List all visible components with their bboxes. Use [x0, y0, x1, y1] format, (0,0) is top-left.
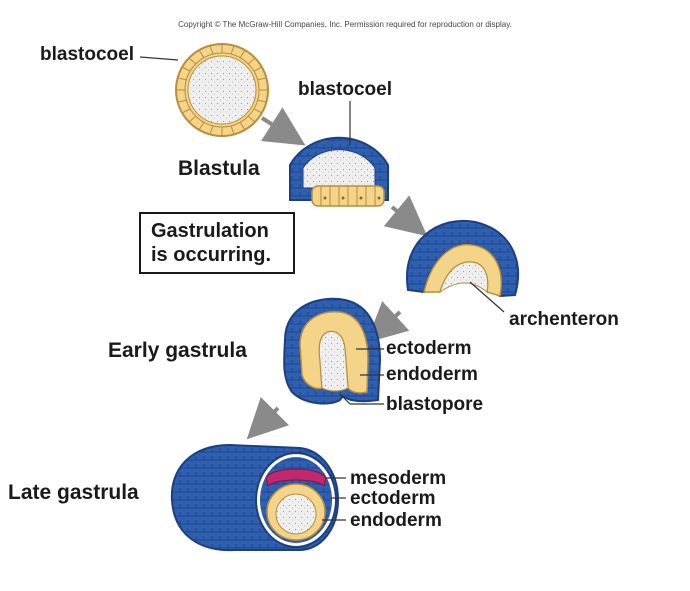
label-ectoderm-2: ectoderm	[350, 488, 436, 509]
label-late-gastrula: Late gastrula	[8, 481, 139, 504]
early-blastula-cell-walls	[176, 44, 268, 136]
late-gastrula	[170, 443, 340, 552]
early-gastrula	[283, 297, 382, 405]
label-blastopore: blastopore	[386, 394, 484, 415]
arrow-1	[260, 107, 306, 146]
invagination-stage	[405, 219, 520, 298]
blastopore-pointer	[339, 393, 384, 405]
label-endoderm-1: endoderm	[386, 364, 478, 385]
label-archenteron: archenteron	[509, 309, 619, 330]
copyright-notice: Copyright © The McGraw-Hill Companies, I…	[178, 20, 512, 29]
arrow-2	[383, 195, 428, 237]
label-blastula: Blastula	[178, 157, 260, 180]
label-blastocoel-2: blastocoel	[298, 79, 392, 100]
label-endoderm-2: endoderm	[350, 510, 442, 531]
arrow-3	[366, 301, 410, 343]
label-mesoderm: mesoderm	[350, 468, 447, 489]
label-early-gastrula: Early gastrula	[108, 339, 247, 362]
archenteron-pointer	[469, 281, 505, 313]
gastrulation-note-box: Gastrulation is occurring.	[139, 212, 295, 274]
blastocoel-pointer-1	[139, 56, 179, 61]
blastula	[289, 136, 389, 207]
gastrulation-note-line-2: is occurring.	[151, 244, 272, 266]
label-ectoderm-1: ectoderm	[386, 338, 472, 359]
arrow-4	[246, 396, 290, 440]
label-blastocoel-1: blastocoel	[40, 44, 134, 65]
gastrulation-note-line-1: Gastrulation	[151, 220, 269, 242]
early-blastula	[175, 43, 269, 137]
